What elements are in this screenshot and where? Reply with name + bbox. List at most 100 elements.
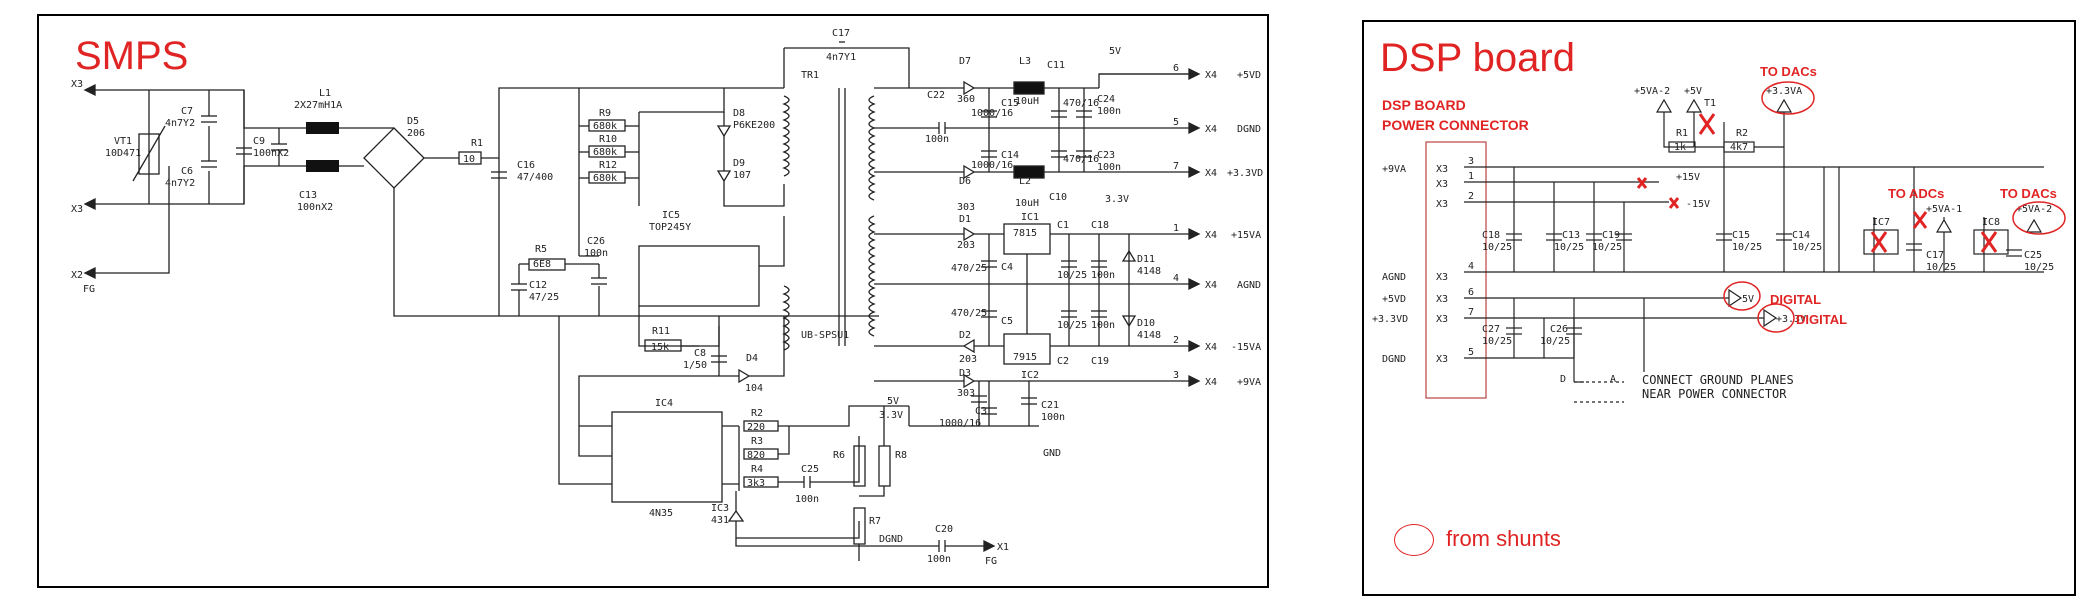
3v3-note: 3.3V xyxy=(879,410,903,421)
smps-title: SMPS xyxy=(75,34,189,78)
c25-val: 100n xyxy=(795,494,819,505)
c6-val: 4n7Y2 xyxy=(165,178,195,189)
dsp-r2-ref: R2 xyxy=(1736,128,1748,139)
digital-label-2: DIGITAL xyxy=(1796,312,1847,327)
d6-val: 303 xyxy=(957,202,975,213)
d8-ref: D8 xyxy=(733,108,745,119)
out-conn-5vd: X4 xyxy=(1205,70,1217,81)
r6-resistor xyxy=(853,445,866,487)
vt1-ref: VT1 xyxy=(114,136,132,147)
3v3-rail-note: 3.3V xyxy=(1105,194,1129,205)
dsp-r1-ref: R1 xyxy=(1676,128,1688,139)
d1-val: 203 xyxy=(957,240,975,251)
5v-note: 5V xyxy=(887,396,899,407)
c5-ref: C5 xyxy=(1001,316,1013,327)
c15-ref: C15 xyxy=(1001,98,1019,109)
dsp-c27-ref: C27 xyxy=(1482,324,1500,335)
rail-5va2-symbol xyxy=(1655,98,1673,113)
c8-val: 1/50 xyxy=(683,360,707,371)
rail-5v-label: +5V xyxy=(1684,86,1702,97)
c22-val: 100n xyxy=(925,134,949,145)
c24-val: 100n xyxy=(1097,106,1121,117)
dsp-schematic: DSP BOARD POWER CONNECTOR xyxy=(1372,64,2066,403)
c12-ref: C12 xyxy=(529,280,547,291)
dsp-c13-val: 10/25 xyxy=(1554,242,1584,253)
d2-val: 203 xyxy=(959,354,977,365)
out-pin-dgnd: 5 xyxy=(1173,117,1179,128)
r12-ref: R12 xyxy=(599,160,617,171)
dsp-pin-num-5vd: 6 xyxy=(1468,287,1474,298)
out-conn-agnd: X4 xyxy=(1205,280,1217,291)
dsp-panel: DSP board DSP BOARD POWER CONNECTOR xyxy=(1362,20,2076,596)
l2-val: 10uH xyxy=(1015,198,1039,209)
dsp-pin-label-3v3d: +3.3VD xyxy=(1372,314,1408,325)
c4-ref: C4 xyxy=(1001,262,1013,273)
dsp-c26-ref: C26 xyxy=(1550,324,1568,335)
d4-diode xyxy=(738,368,751,384)
r11-val: 15k xyxy=(651,342,669,353)
dsp-pin-num-3v3d: 7 xyxy=(1468,307,1474,318)
dsp-r2-val: 4k7 xyxy=(1730,142,1748,153)
c19-ref: C19 xyxy=(1091,356,1109,367)
digital-label-1: DIGITAL xyxy=(1770,292,1821,307)
dsp-m15-label: -15V xyxy=(1686,199,1710,210)
ic5-val: TOP245Y xyxy=(649,222,691,233)
x3-top-label: X3 xyxy=(71,79,83,90)
c11-ref: C11 xyxy=(1047,60,1065,71)
d11-ref: D11 xyxy=(1137,254,1155,265)
c8-ref: C8 xyxy=(694,348,706,359)
dsp-ic8 xyxy=(1973,229,2009,255)
dsp-a-label: A xyxy=(1610,374,1616,385)
c12-val: 47/25 xyxy=(529,292,559,303)
dsp-connector-heading-2: POWER CONNECTOR xyxy=(1382,117,1529,133)
c18-val: 100n xyxy=(1091,270,1115,281)
c7-ref: C7 xyxy=(181,106,193,117)
r4-val: 3k3 xyxy=(747,478,765,489)
dsp-33v-tag: +3.3V xyxy=(1776,314,1806,325)
l3-val: 10uH xyxy=(1015,96,1039,107)
out-label-15va: +15VA xyxy=(1231,230,1261,241)
c2-ref: C2 xyxy=(1057,356,1069,367)
dsp-pin-conn-dgnd: X3 xyxy=(1436,354,1448,365)
tr1-val: UB-SPSU1 xyxy=(801,330,849,341)
shunt-circle-dacs-1 xyxy=(1761,81,1815,115)
ic2-val: 7915 xyxy=(1013,352,1037,363)
c5-val: 470/25 xyxy=(951,308,987,319)
dsp-c19-ref: C19 xyxy=(1602,230,1620,241)
dsp-c14-ref: C14 xyxy=(1792,230,1810,241)
d11-diode xyxy=(1121,249,1137,262)
shunt-circle-3v3 xyxy=(1757,303,1795,333)
r3-ref: R3 xyxy=(751,436,763,447)
r2-val: 220 xyxy=(747,422,765,433)
d3-diode xyxy=(963,373,976,389)
dsp-c17-ref: C17 xyxy=(1926,250,1944,261)
ic4-4n35 xyxy=(611,411,723,503)
ic4-ref: IC4 xyxy=(655,398,673,409)
d9-ref: D9 xyxy=(733,158,745,169)
c1-val: 10/25 xyxy=(1057,270,1087,281)
shunt-circle-dacs-2 xyxy=(2012,201,2066,235)
dsp-5v-tag: 5V xyxy=(1742,294,1754,305)
out-label-fg: FG xyxy=(985,556,997,567)
dsp-c17-val: 10/25 xyxy=(1926,262,1956,273)
x3-bot-label: X3 xyxy=(71,204,83,215)
r3-val: 820 xyxy=(747,450,765,461)
d9-diode xyxy=(716,170,732,183)
legend-circle-icon xyxy=(1394,524,1434,556)
d10-ref: D10 xyxy=(1137,318,1155,329)
out-label-9va: +9VA xyxy=(1237,377,1261,388)
d1-ref: D1 xyxy=(959,214,971,225)
d8-diode xyxy=(716,125,732,138)
out-pin-9va: 3 xyxy=(1173,370,1179,381)
c16-ref: C16 xyxy=(517,160,535,171)
r5-val: 6E8 xyxy=(533,259,551,270)
dsp-pin-label-dgnd: DGND xyxy=(1382,354,1406,365)
dsp-c13-ref: C13 xyxy=(1562,230,1580,241)
dsp-t1-ref: T1 xyxy=(1704,98,1716,109)
mains-wire-top xyxy=(95,89,306,129)
c3-val: 1000/16 xyxy=(939,418,981,429)
c24-ref: C24 xyxy=(1097,94,1115,105)
out-pin-5vd: 6 xyxy=(1173,63,1179,74)
dsp-connector-heading-1: DSP BOARD xyxy=(1382,97,1466,113)
l1-ref: L1 xyxy=(319,88,331,99)
